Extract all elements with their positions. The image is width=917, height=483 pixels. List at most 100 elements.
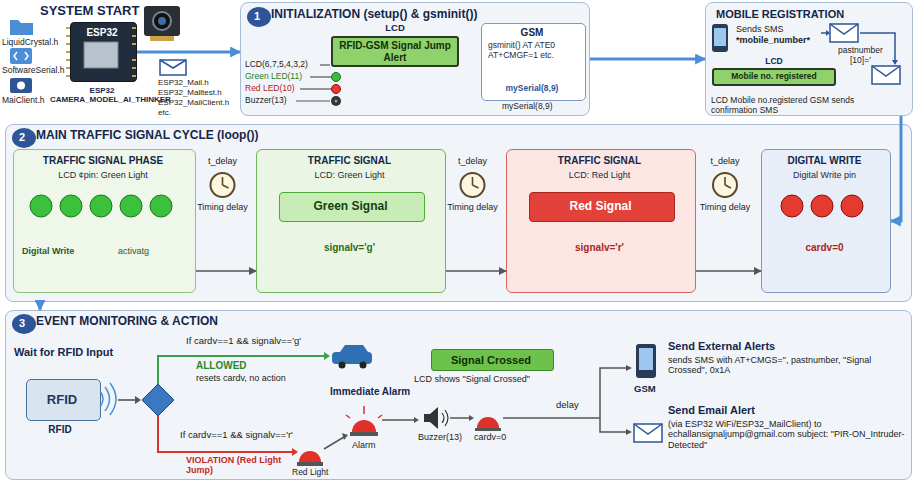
- label-text: Immediate Alarm: [330, 386, 410, 398]
- text-holder: Alarm: [352, 440, 376, 450]
- text-holder: resets cardv, no action: [196, 373, 286, 383]
- signal-lights: [120, 195, 142, 217]
- output-box: DIGITAL WRITE Digital Write pin cardv=0: [761, 149, 891, 293]
- text-holder: RFID: [27, 393, 97, 408]
- label-text: t_delay: [441, 156, 505, 166]
- timing-clocks: [461, 173, 485, 197]
- node-text: signalv='g': [257, 242, 442, 254]
- node-text: signalv='r': [507, 242, 692, 254]
- text-holder: LCD: Red Light: [507, 170, 692, 180]
- rfid-flow: [292, 448, 298, 456]
- library-icons: [10, 78, 32, 93]
- text-holder: gsminit() AT ATE0 AT+CMGF=1 etc.: [488, 41, 576, 61]
- text-holder: [10]=': [850, 56, 871, 66]
- board-pins: [66, 28, 136, 76]
- library-icons: [14, 52, 28, 60]
- node-text: RFID: [27, 393, 97, 408]
- signal-lights: [90, 195, 112, 217]
- node-text: ESP32: [71, 27, 133, 39]
- signal-lights: [841, 195, 863, 217]
- text-holder: cardv=0: [762, 242, 887, 254]
- alarm-chain: [469, 415, 474, 421]
- node-text: Mobile no. registered: [712, 68, 836, 86]
- alarm-chain: [424, 407, 438, 429]
- alarm-chain: [382, 419, 414, 421]
- node-text: TRAFFIC SIGNAL: [257, 155, 442, 167]
- label-text: GSM: [634, 384, 656, 395]
- text-holder: RFID-GSM Signal Jump Alert: [331, 36, 459, 67]
- text-holder: Timing delay: [693, 202, 757, 212]
- node-text: TRAFFIC SIGNAL PHASE: [14, 155, 192, 167]
- text-holder: Green LED(11): [245, 72, 302, 82]
- label-text: delay: [556, 400, 579, 411]
- label-text: LCD(6,7,5,4,3,2): [245, 60, 308, 70]
- text-holder: t_delay: [441, 156, 505, 166]
- sms-icons: [892, 60, 898, 65]
- lcd-alert-box: Signal Crossed: [431, 349, 554, 371]
- text-holder: 1: [247, 10, 267, 23]
- step-badge: 3: [12, 314, 36, 334]
- label-text: Timing delay: [693, 202, 757, 212]
- text-holder: LiquidCrystal.h: [2, 38, 58, 48]
- flow-arrow: [137, 51, 240, 54]
- pin-wires: [335, 100, 338, 103]
- text-holder: Buzzer(13): [245, 96, 287, 106]
- text-holder: cardv=0: [474, 432, 506, 442]
- sms-icons: [712, 24, 728, 52]
- text-holder: etc.: [158, 108, 171, 117]
- text-holder: Digital Write pin: [762, 170, 887, 180]
- sms-icons: [826, 30, 830, 36]
- node-text: activatg: [118, 246, 188, 256]
- label-text: Send Email Alert: [668, 404, 755, 417]
- text-holder: INITIALIZATION (setup() & gsminit()): [271, 8, 477, 22]
- node-text: Digital Write: [22, 246, 102, 256]
- text-holder: DIGITAL WRITE: [762, 155, 887, 167]
- text-holder: If cardv==1 && signalv=='r': [180, 430, 293, 441]
- text-holder: Send External Alerts: [668, 340, 775, 353]
- text-holder: pastnumber: [838, 46, 883, 56]
- text-holder: sends SMS with AT+CMGS=", pastnumber, "S…: [668, 355, 906, 376]
- sms-icons: [821, 32, 827, 34]
- text-holder: Red LED(10): [245, 84, 295, 94]
- rfid-flow: [324, 352, 330, 360]
- node-text: LCD: [712, 57, 836, 67]
- flow-arrow: [446, 270, 506, 272]
- text-holder: Sends SMS: [736, 24, 784, 34]
- label-text: If cardv==1 && signalv=='g': [186, 336, 301, 347]
- text-holder: 3: [12, 317, 32, 330]
- flow-arrow: [891, 116, 901, 221]
- library-icons: [10, 20, 33, 93]
- alarm-chain: [626, 365, 632, 371]
- label-text: resets cardv, no action: [196, 373, 286, 383]
- node-text: MOBILE REGISTRATION: [716, 8, 844, 21]
- alarm-chain: [626, 429, 632, 435]
- label-text: Alarm: [352, 440, 376, 450]
- pin-wires: [332, 73, 341, 82]
- rfid-flow: [118, 399, 136, 401]
- label-text: LCD Mobile no.registered GSM sends confi…: [711, 96, 881, 116]
- text-holder: Digital Write: [22, 246, 102, 256]
- signal-lights: [30, 195, 52, 217]
- text-holder: RFID: [25, 424, 95, 436]
- label-text: (via ESP32 WiFi/ESP32_MailClient) to ech…: [668, 419, 906, 450]
- rfid-flow: [339, 362, 346, 369]
- label-text: Buzzer(13): [245, 96, 287, 106]
- node-text: Red Signal: [530, 200, 671, 214]
- text-holder: TRAFFIC SIGNAL: [507, 155, 692, 167]
- node-text: cardv=0: [762, 242, 887, 254]
- sms-icons: [872, 66, 900, 76]
- signal-box: Red Signal TRAFFIC SIGNAL LCD: Red Light si…: [506, 149, 696, 293]
- flow-arrow: [196, 270, 256, 272]
- rfid-flow: [332, 352, 372, 364]
- alarm-chain: [350, 432, 378, 436]
- lcd-display: LCDRFID-GSM Signal Jump Alert: [331, 23, 463, 73]
- node-text: Digital Write pin: [762, 170, 887, 180]
- text-holder: (via ESP32 WiFi/ESP32_MailClient) to ech…: [668, 419, 906, 450]
- text-holder: Signal Crossed: [432, 354, 550, 367]
- signal-lamp: Green Signal: [279, 192, 425, 222]
- step-badge: 1: [247, 7, 271, 27]
- label-text: ESP32_Malltest.h: [158, 88, 222, 97]
- signal-lights: [781, 195, 803, 217]
- label-text: etc.: [158, 108, 171, 117]
- alarm-chain: [352, 420, 376, 432]
